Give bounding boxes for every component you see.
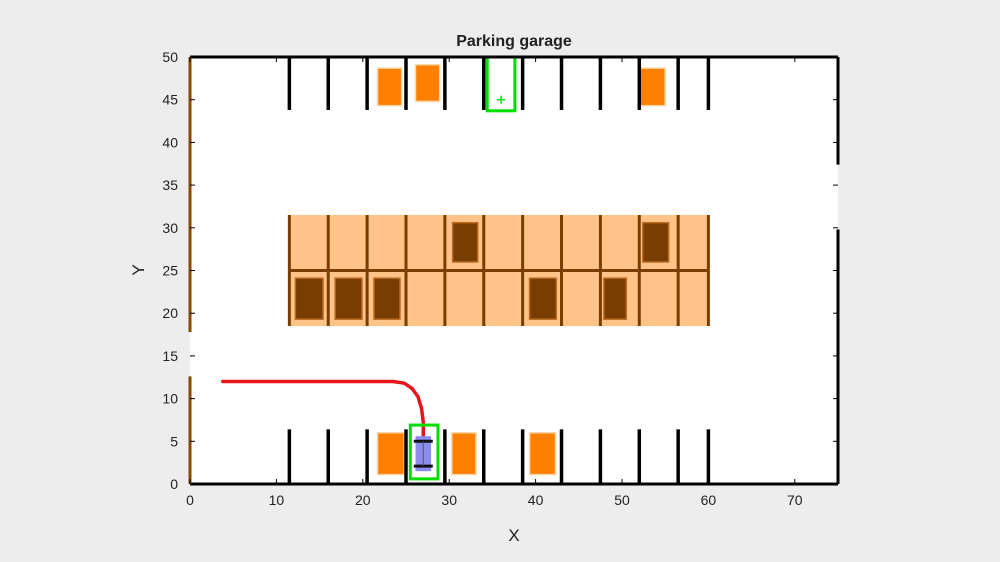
x-tick-label: 20	[355, 492, 371, 508]
x-tick-label: 40	[528, 492, 544, 508]
y-tick-label: 35	[162, 177, 178, 193]
planned-path-line	[221, 379, 426, 444]
y-axis-label: Y	[129, 264, 148, 275]
x-tick-label: 30	[441, 492, 457, 508]
y-tick-label: 10	[162, 391, 178, 407]
y-tick-label: 50	[162, 49, 178, 65]
center-occupied-spot	[373, 277, 401, 320]
center-occupied-spot	[294, 277, 324, 320]
x-tick-label: 60	[701, 492, 717, 508]
x-tick-label: 0	[186, 492, 194, 508]
bottom-occupied-spot	[451, 432, 477, 476]
center-occupied-spot	[641, 221, 670, 263]
bottom-occupied-spot	[376, 432, 406, 476]
center-occupied-spot	[528, 277, 558, 320]
start-target-box	[408, 423, 440, 481]
top-occupied-spot	[376, 67, 403, 107]
x-tick-label: 50	[614, 492, 630, 508]
x-tick-label: 10	[269, 492, 285, 508]
y-tick-label: 40	[162, 134, 178, 150]
y-tick-label: 15	[162, 348, 178, 364]
y-tick-label: 45	[162, 92, 178, 108]
center-occupied-spot	[334, 277, 363, 320]
y-tick-label: 5	[170, 433, 178, 449]
bottom-occupied-spot	[528, 432, 557, 476]
x-tick-label: 70	[787, 492, 803, 508]
y-tick-label: 30	[162, 220, 178, 236]
y-tick-label: 20	[162, 305, 178, 321]
x-axis-label: X	[508, 526, 519, 545]
top-occupied-spot	[414, 63, 441, 103]
top-occupied-spot	[639, 67, 666, 107]
y-tick-label: 0	[170, 476, 178, 492]
center-occupied-spot	[451, 221, 479, 263]
chart-title: Parking garage	[456, 33, 572, 50]
center-occupied-spot	[603, 277, 628, 320]
y-tick-label: 25	[162, 263, 178, 279]
